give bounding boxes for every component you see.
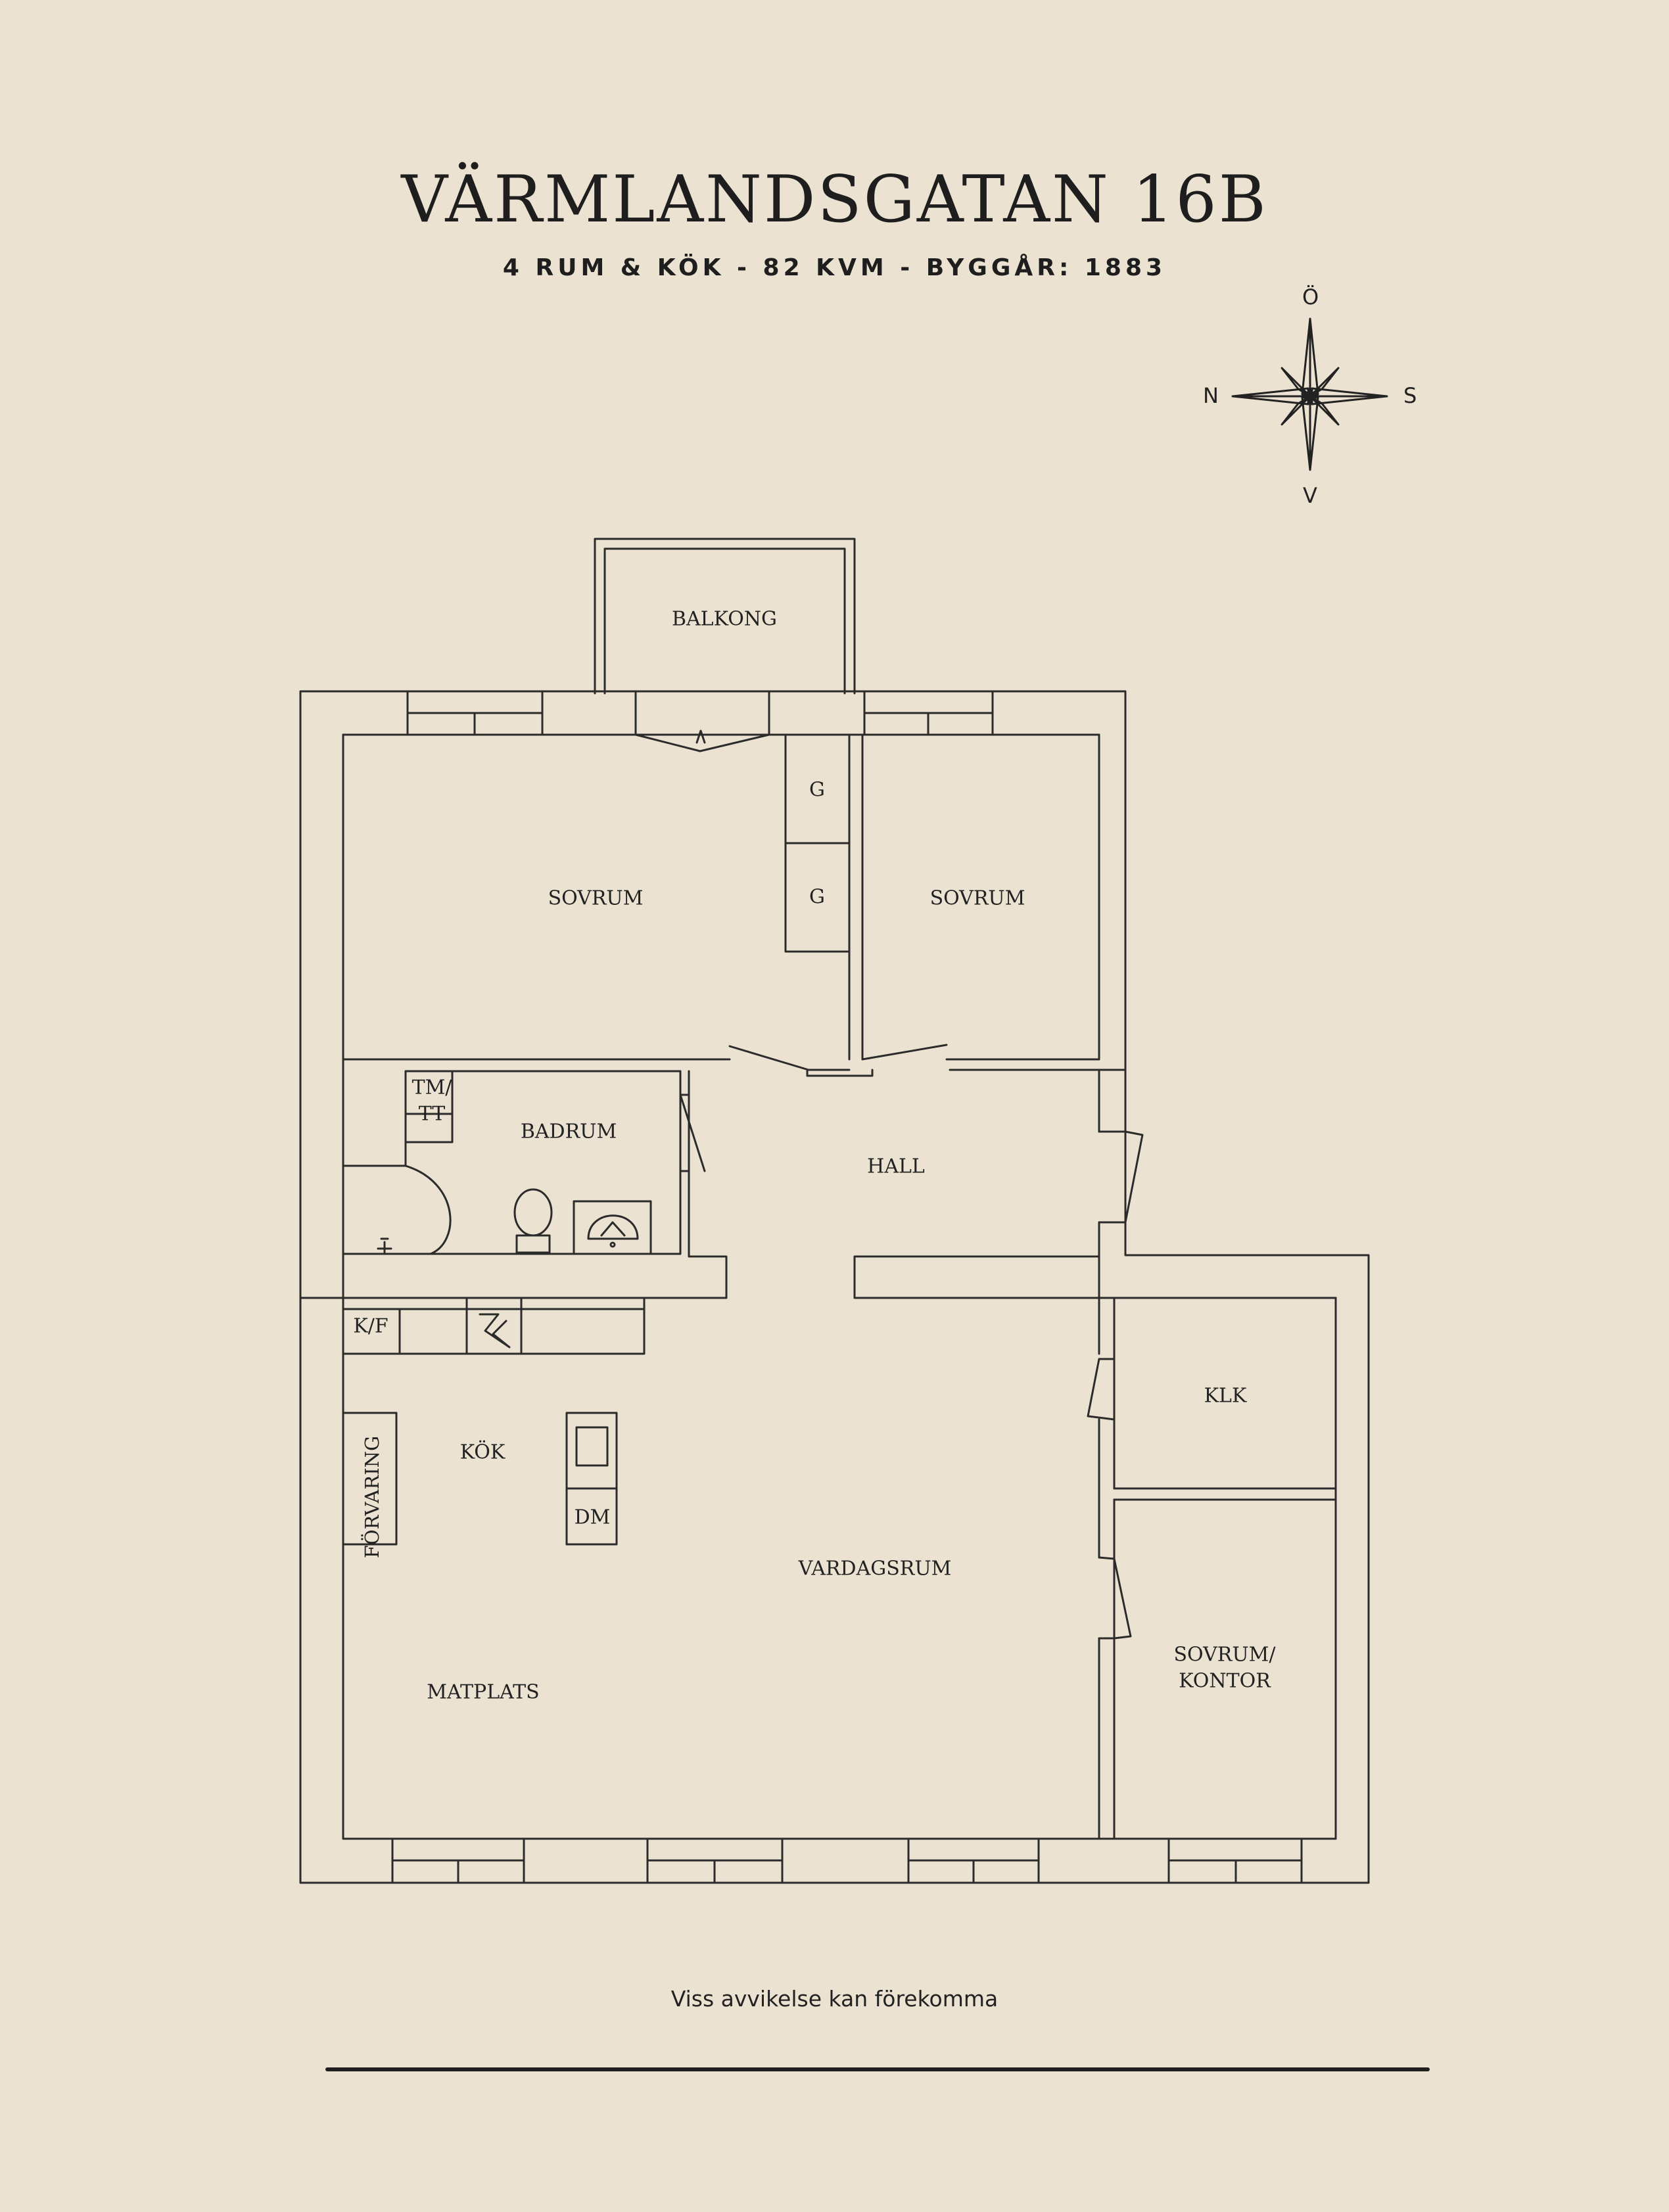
compass-label-north: N bbox=[1203, 383, 1219, 408]
compass-label-west: V bbox=[1303, 483, 1317, 508]
closet-units bbox=[784, 733, 851, 953]
room-label-balcony: BALKONG bbox=[671, 607, 778, 631]
compass-rose: Ö N S V bbox=[1183, 276, 1446, 513]
balcony-door bbox=[634, 729, 770, 752]
room-label-office-1: SOVRUM/ bbox=[1173, 1643, 1276, 1667]
toilet-icon bbox=[513, 1188, 553, 1254]
bathtub-fixture-icon bbox=[573, 1200, 652, 1255]
right-room-walls bbox=[1087, 1297, 1337, 1840]
room-label-storage: FÖRVARING bbox=[361, 1435, 383, 1559]
kitchen-counter bbox=[342, 1297, 646, 1355]
room-label-dining: MATPLATS bbox=[427, 1680, 540, 1704]
room-label-closet-1: G bbox=[809, 778, 825, 802]
room-label-bedroom-right: SOVRUM bbox=[929, 887, 1025, 910]
room-label-kitchen: KÖK bbox=[459, 1440, 505, 1464]
bathroom-walls bbox=[299, 1070, 728, 1299]
top-windows bbox=[406, 690, 994, 736]
room-label-kf: K/F bbox=[353, 1314, 388, 1338]
page-title: VÄRMLANDSGATAN 16B bbox=[401, 162, 1268, 237]
compass-label-east: Ö bbox=[1302, 285, 1319, 310]
room-label-closet-klk: KLK bbox=[1204, 1384, 1247, 1408]
kitchen-units bbox=[342, 1412, 618, 1546]
room-label-office-2: KONTOR bbox=[1179, 1669, 1271, 1693]
compass-label-south: S bbox=[1403, 383, 1417, 408]
page-subtitle: 4 RUM & KÖK - 82 KVM - BYGGÅR: 1883 bbox=[502, 254, 1167, 281]
room-label-tt: TT bbox=[418, 1102, 446, 1126]
balcony-walls bbox=[594, 538, 856, 695]
room-label-hall: HALL bbox=[867, 1155, 925, 1178]
disclaimer-text: Viss avvikelse kan förekomma bbox=[670, 1986, 999, 2012]
room-label-dishwasher: DM bbox=[574, 1506, 611, 1529]
hall-walls bbox=[853, 1069, 1144, 1559]
bedroom-walls bbox=[342, 733, 1127, 1077]
room-label-living-room: VARDAGSRUM bbox=[798, 1557, 952, 1580]
bottom-windows bbox=[391, 1837, 1303, 1884]
room-label-closet-2: G bbox=[809, 885, 825, 909]
bottom-rule bbox=[325, 2067, 1430, 2071]
room-label-bathroom: BADRUM bbox=[520, 1120, 617, 1143]
tap-icon bbox=[377, 1237, 392, 1255]
compass-rose-icon bbox=[1231, 317, 1388, 471]
room-label-bedroom-left: SOVRUM bbox=[548, 887, 644, 910]
room-label-tm: TM/ bbox=[411, 1076, 452, 1099]
